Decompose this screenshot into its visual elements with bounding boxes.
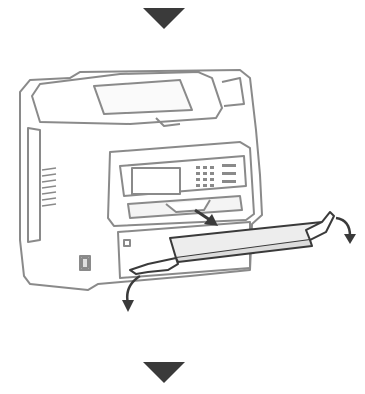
indicator (124, 240, 130, 246)
lcd-screen (132, 168, 180, 194)
side-panel (28, 128, 40, 242)
down-arrow-icon (143, 362, 185, 383)
feeder-tray (94, 80, 192, 114)
down-arrow-icon (143, 8, 185, 29)
rotate-right-arrow-icon (336, 218, 356, 244)
